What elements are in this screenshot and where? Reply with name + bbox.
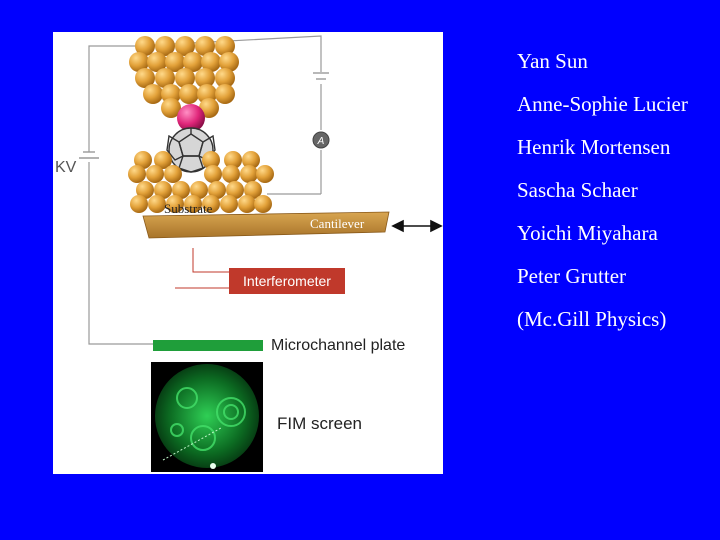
gold-atom [136, 181, 154, 199]
gold-atom [215, 84, 235, 104]
fim-screen-label: FIM screen [277, 414, 362, 433]
gold-atom [135, 36, 155, 56]
gold-atom [256, 165, 274, 183]
gold-atom [215, 68, 235, 88]
gold-atom [134, 151, 152, 169]
substrate-label: Substrate [164, 201, 213, 216]
gold-atom [175, 36, 195, 56]
gold-atom [215, 36, 235, 56]
gold-atom [190, 181, 208, 199]
gold-atom [204, 165, 222, 183]
ammeter-icon: A [312, 131, 330, 149]
substrate-atom-cluster [128, 151, 274, 213]
fim-screen-image [151, 362, 263, 472]
gold-atom [154, 151, 172, 169]
gold-atom [208, 181, 226, 199]
gold-atom [128, 165, 146, 183]
author-item: Peter Grutter [517, 264, 627, 288]
gold-atom [244, 181, 262, 199]
author-list: Yan Sun Anne-Sophie Lucier Henrik Morten… [517, 46, 688, 347]
gold-atom [143, 84, 163, 104]
kv-label: KV [55, 159, 77, 176]
gold-atom [161, 98, 181, 118]
gold-atom [175, 68, 195, 88]
gold-atom [195, 36, 215, 56]
tip-apex-atom [177, 104, 205, 132]
gold-atom [135, 68, 155, 88]
interferometer-box [229, 268, 345, 294]
gold-atom [161, 84, 181, 104]
gold-atom [254, 195, 272, 213]
stm-fim-setup-diagram: A KV Substrate Cantilever [53, 32, 443, 474]
microchannel-plate-bar [153, 340, 263, 351]
battery-symbol [79, 72, 329, 159]
gold-atom [183, 52, 203, 72]
gold-atom [165, 52, 185, 72]
gold-atom [219, 52, 239, 72]
gold-atom [166, 195, 184, 213]
gold-atom [129, 52, 149, 72]
oscillation-arrow [391, 219, 443, 233]
interferometer-beam-lines [175, 248, 229, 289]
gold-atom [222, 165, 240, 183]
author-item: Henrik Mortensen [517, 135, 671, 159]
gold-atom [195, 68, 215, 88]
interferometer-label: Interferometer [243, 273, 331, 289]
microchannel-plate-label: Microchannel plate [271, 337, 405, 354]
gold-atom [146, 165, 164, 183]
gold-atom [220, 195, 238, 213]
gold-atom [147, 52, 167, 72]
affiliation: (Mc.Gill Physics) [517, 307, 667, 331]
gold-atom [238, 195, 256, 213]
gold-atom [154, 181, 172, 199]
author-item: Anne-Sophie Lucier [517, 92, 688, 116]
author-item: Yoichi Miyahara [517, 221, 658, 245]
gold-atom [226, 181, 244, 199]
author-item: Yan Sun [517, 49, 588, 73]
gold-atom [164, 165, 182, 183]
tip-atom-cluster [129, 36, 239, 118]
ammeter-label: A [317, 136, 325, 147]
gold-atom [201, 52, 221, 72]
gold-atom [179, 84, 199, 104]
gold-atom [202, 151, 220, 169]
gold-atom [224, 151, 242, 169]
gold-atom [155, 36, 175, 56]
author-item: Sascha Schaer [517, 178, 638, 202]
gold-atom [242, 151, 260, 169]
gold-atom [148, 195, 166, 213]
gold-atom [172, 181, 190, 199]
gold-atom [184, 195, 202, 213]
gold-atom [130, 195, 148, 213]
gold-atom [155, 68, 175, 88]
cantilever-beam [142, 211, 390, 239]
cantilever-label: Cantilever [310, 216, 365, 231]
gold-atom [240, 165, 258, 183]
gold-atom [202, 195, 220, 213]
